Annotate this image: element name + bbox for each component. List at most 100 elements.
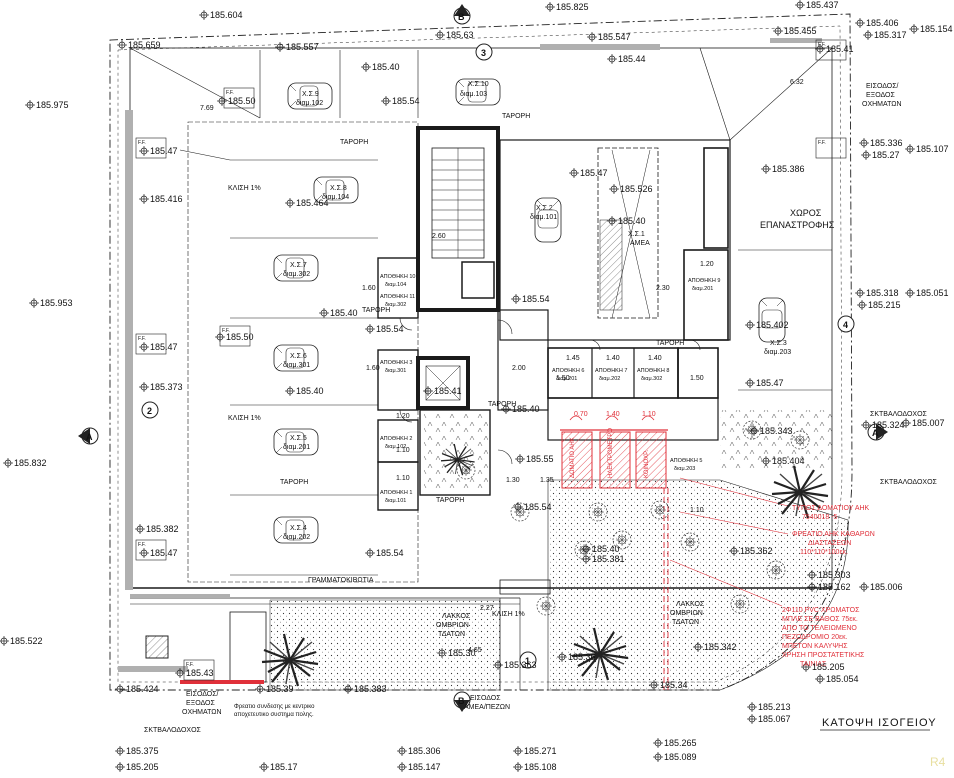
storage-5-name: ΑΠΟΘΗΚΗ 5	[670, 458, 702, 464]
elevation-crosshair-icon	[198, 9, 210, 21]
elevation-crosshair-icon	[854, 287, 866, 299]
elevation-crosshair-icon	[856, 299, 868, 311]
elev-label: 185.147	[408, 762, 441, 772]
rainwater-pit-1a: ΛΑΚΚΟΣ	[442, 613, 471, 620]
entrance-top-3: ΟΧΗΜΑΤΩΝ	[862, 101, 902, 108]
parking-8-name: Χ.Σ.8	[330, 185, 347, 192]
dim-160b: 1.60	[366, 365, 380, 372]
storage-8-name: ΑΠΟΘΗΚΗ 8	[637, 368, 669, 374]
ff-label: F.F.	[222, 328, 230, 334]
bin-label-3: ΣΚΤΒΑΛΟΔΟΧΟΣ	[144, 727, 202, 734]
elevation-crosshair-icon	[514, 453, 526, 465]
marker-4: 4	[843, 320, 848, 330]
elev-label: 185.34	[660, 680, 688, 690]
elev-label: 185.324	[872, 420, 905, 430]
elevation-crosshair-icon	[744, 319, 756, 331]
section-b-top: B	[458, 12, 465, 22]
elevation-crosshair-icon	[216, 95, 228, 107]
elev-label: 185.464	[296, 198, 329, 208]
elev-label: 185.215	[868, 300, 901, 310]
elev-label: 185.54	[376, 548, 404, 558]
section-a-left: A	[86, 432, 93, 442]
dim-110b: 1.10	[396, 447, 410, 454]
dim-135: 1.35	[540, 477, 554, 484]
ff-boxes: F.F. F.F. F.F. F.F. F.F. F.F. F.F. F.F.	[135, 39, 847, 681]
elevation-crosshair-icon	[28, 297, 40, 309]
elev-label: 185.406	[866, 18, 899, 28]
storage-2-unit: διαμ.102	[385, 444, 406, 450]
dim-227: 2.27	[480, 605, 494, 612]
elev-label: 185.416	[150, 194, 183, 204]
elev-label: 185.108	[524, 762, 557, 772]
bin-label-2: ΣΚΤΒΑΛΟΔΟΧΟΣ	[880, 479, 938, 486]
room-common: ΚΟΙΝΟΧΡ.	[644, 450, 650, 478]
elevation-crosshair-icon	[434, 29, 446, 41]
elevation-crosshair-icon	[544, 1, 556, 13]
elevation-crosshair-icon	[396, 745, 408, 757]
red-note-3a: 2Φ110 PVC ΧΡΩΜΑΤΟΣ	[782, 607, 860, 614]
red-note-3e: ΜΠΕΤΟΝ ΚΑΛΥΨΗΣ	[782, 643, 848, 650]
turning-area-2: ΕΠΑΝΑΣΤΡΟΦΗΣ	[760, 220, 835, 230]
elev-label: 185.50	[228, 96, 256, 106]
watermark: R4	[930, 755, 946, 769]
storage-7-name: ΑΠΟΘΗΚΗ 7	[595, 368, 627, 374]
elev-label: 185.54	[376, 324, 404, 334]
elev-label: 185.17	[270, 762, 298, 772]
elev-label: 185.363	[504, 660, 537, 670]
elevation-crosshair-icon	[858, 581, 870, 593]
dim-150b: 1.50	[690, 375, 704, 382]
parking-9-unit: διαμ.102	[296, 100, 323, 107]
red-dim-110: 1.10	[642, 411, 656, 418]
elev-label: 185.213	[758, 702, 791, 712]
slope-label-1: ΚΛΙΣΗ 1%	[228, 185, 261, 192]
parking-7-name: Χ.Σ.7	[290, 262, 307, 269]
elevation-crosshair-icon	[512, 745, 524, 757]
dim-200: 2.00	[512, 365, 526, 372]
section-letters: A A B B 1 2 3 4	[86, 12, 879, 706]
elevation-crosshair-icon	[114, 745, 126, 757]
ff-label: F.F.	[138, 140, 146, 146]
electric-room-group	[560, 415, 789, 690]
elevation-crosshair-icon	[138, 381, 150, 393]
elevation-crosshair-icon	[858, 137, 870, 149]
elev-label: 185.43	[186, 668, 214, 678]
entrance-top-2: ΕΞΟΔΟΣ	[866, 92, 895, 99]
dim-130: 1.30	[506, 477, 520, 484]
dim-140b: 1.40	[648, 355, 662, 362]
tarosi-label-3: ΤΑΡΟΡΗ	[362, 307, 390, 314]
kerb-strips	[118, 38, 822, 672]
marker-3: 3	[481, 48, 486, 58]
ff-label: F.F.	[138, 542, 146, 548]
parking-space-labels: Χ.Σ.9 διαμ.102 Χ.Σ.10 διαμ.103 Χ.Σ.8 δια…	[283, 81, 791, 541]
elev-label: 185.265	[664, 738, 697, 748]
elevation-crosshair-icon	[258, 761, 270, 773]
elevation-crosshair-icon	[0, 635, 10, 647]
elevation-crosshair-icon	[512, 761, 524, 773]
mailboxes-label: ΓΡΑΜΜΑΤΟΚΙΒΩΤΙΑ	[308, 577, 374, 584]
red-note-2a: ΦΡΕΑΤΙΟ ΑΗΚ ΚΑΘΑΡΩΝ	[792, 531, 875, 538]
elev-label: 185.386	[772, 164, 805, 174]
storage-7-unit: διαμ.202	[599, 376, 620, 382]
rainwater-pit-2a: ΛΑΚΚΟΣ	[676, 601, 705, 608]
parking-3-name: Χ.Σ.3	[770, 340, 787, 347]
elev-label: 185.006	[870, 582, 903, 592]
dim-140a: 1.40	[606, 355, 620, 362]
section-a-right: A	[872, 428, 879, 438]
entrance-bottom-2: ΕΞΟΔΟΣ	[186, 700, 215, 707]
storage-2-name: ΑΠΟΘΗΚΗ 2	[380, 436, 412, 442]
elevation-crosshair-icon	[138, 547, 150, 559]
elev-label: 185.054	[826, 674, 859, 684]
red-dim-140: 1.40	[606, 411, 620, 418]
elev-label: 185.107	[916, 144, 949, 154]
elev-label: 185.832	[14, 458, 47, 468]
parking-10-name: Χ.Σ.10	[468, 81, 489, 88]
elev-label: 185.404	[772, 456, 805, 466]
storage-11-unit: διαμ.302	[385, 302, 406, 308]
red-note-3f: ΧΡΗΣΗ ΠΡΟΣΤΑΤΕΤΙΚΗΣ	[782, 652, 865, 659]
elevation-crosshair-icon	[364, 323, 376, 335]
storage-labels: ΑΠΟΘΗΚΗ 10 διαμ.104 ΑΠΟΘΗΚΗ 11 διαμ.302 …	[380, 274, 720, 504]
elev-label: 185.54	[392, 96, 420, 106]
dim-145: 1.45	[566, 355, 580, 362]
storage-10-name: ΑΠΟΘΗΚΗ 10	[380, 274, 415, 280]
